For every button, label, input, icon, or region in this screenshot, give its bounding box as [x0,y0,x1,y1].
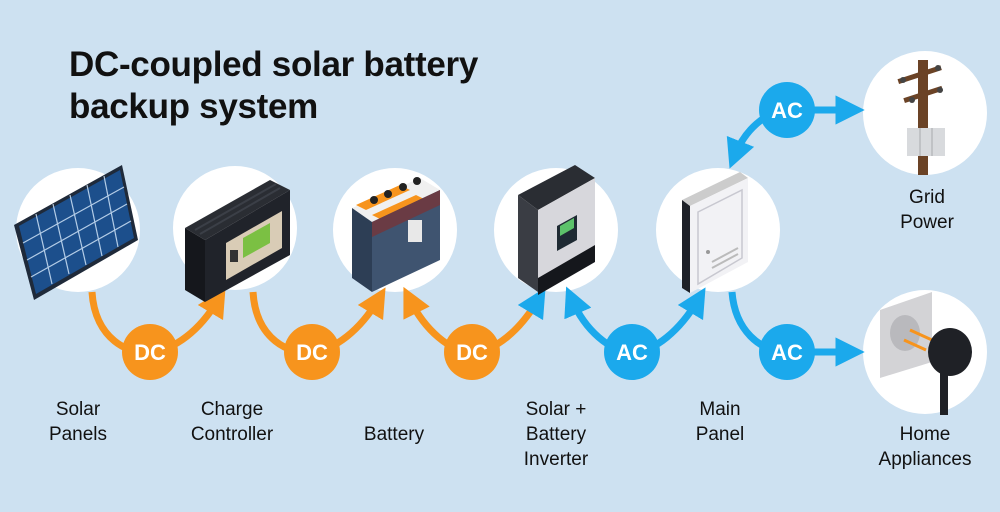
label-main-panel: Main Panel [640,397,800,447]
label-grid-power: Grid Power [847,185,1000,235]
label-home-appliances: Home Appliances [845,422,1000,472]
ac-badge-grid: AC [759,82,815,138]
diagram-title: DC-coupled solar battery backup system [69,44,478,128]
dc-badge-2: DC [284,324,340,380]
dc-badge-1: DC [122,324,178,380]
label-solar-panels: Solar Panels [0,397,158,447]
label-line: Power [900,212,954,233]
label-line: Solar [55,399,101,420]
inverter-icon [518,165,595,295]
ac-badge-home-label: AC [771,340,803,365]
title-line-2: backup system [69,87,318,126]
electrical-panel-icon [682,172,748,293]
ac-badge-1: AC [604,324,660,380]
label-line: Controller [190,424,274,445]
label-line: Solar + [525,399,587,420]
label-charge-controller: Charge Controller [152,397,312,447]
ac-badge-1-label: AC [616,340,648,365]
label-line: Main [699,399,741,420]
charge-controller-icon [185,180,290,302]
battery-icon [352,177,440,292]
ac-badge-home: AC [759,324,815,380]
label-line: Charge [200,399,264,420]
dc-badge-3: DC [444,324,500,380]
label-line: Home [899,424,951,445]
title-line-1: DC-coupled solar battery [69,45,478,84]
solar-panel-icon [14,165,138,300]
label-line: Appliances [878,449,972,470]
label-line: Panels [48,424,108,445]
ac-badge-grid-label: AC [771,98,803,123]
label-battery: Battery [314,422,474,447]
label-line: Grid [909,187,945,208]
dc-badge-3-label: DC [456,340,488,365]
label-line: Inverter [523,449,589,470]
dc-badge-1-label: DC [134,340,166,365]
power-outlet-icon [880,292,972,415]
label-inverter: Solar + Battery Inverter [476,397,636,472]
dc-badge-2-label: DC [296,340,328,365]
label-line: Panel [695,424,745,445]
label-line: Battery [525,424,587,445]
utility-pole-icon [897,60,945,175]
badges: DC DC DC AC AC AC [122,82,815,380]
label-line: Battery [363,424,425,445]
